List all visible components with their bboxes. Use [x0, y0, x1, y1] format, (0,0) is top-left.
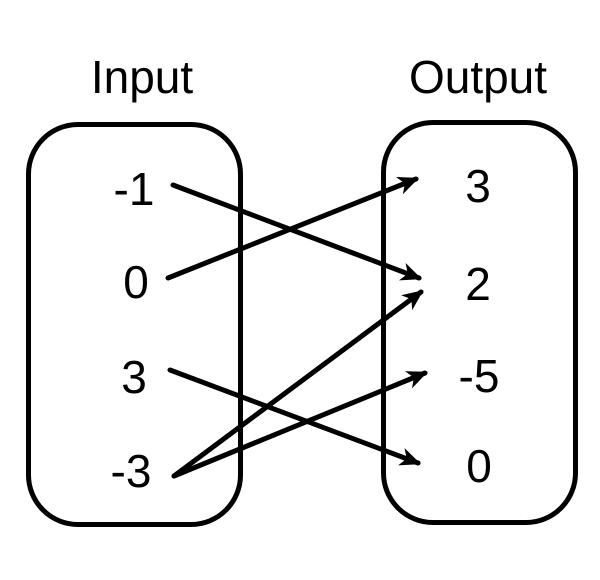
- arrow-3-to-0: [167, 367, 421, 466]
- arrow--1-to-2: [170, 182, 422, 281]
- output-value: -5: [458, 350, 500, 402]
- arrow--3-to-2: [171, 289, 424, 479]
- arrow-0-to-3: [165, 176, 419, 281]
- input-value: -3: [110, 445, 152, 497]
- input-value: -1: [113, 163, 155, 215]
- arrow--3-to--5: [171, 370, 428, 479]
- input-value: 3: [121, 351, 147, 403]
- output-value: 2: [465, 258, 491, 310]
- output-value: 3: [465, 160, 491, 212]
- output-value: 0: [466, 440, 492, 492]
- output-set-title: Output: [408, 51, 548, 103]
- input-set-title: Input: [90, 51, 194, 103]
- input-set-box: [26, 122, 243, 527]
- input-value: 0: [123, 256, 149, 308]
